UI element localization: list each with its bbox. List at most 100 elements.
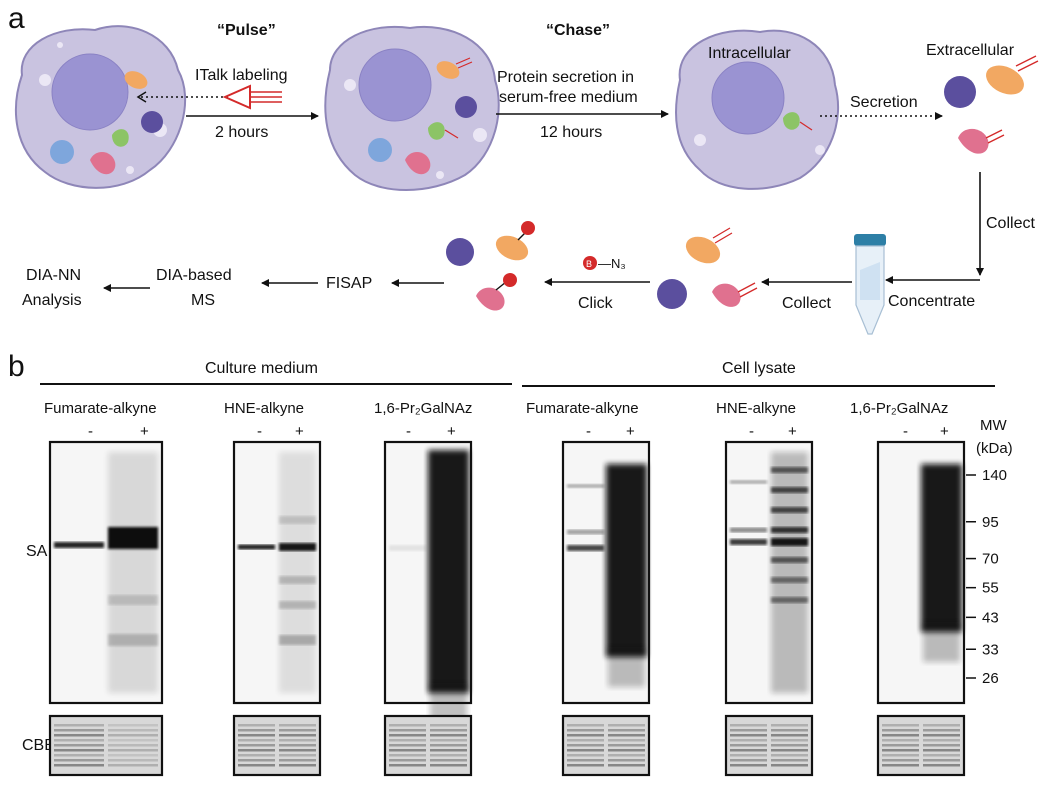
cbb-band — [567, 754, 604, 757]
cbb-band — [389, 734, 426, 737]
mw-marker-label: 70 — [982, 551, 999, 568]
cbb-band — [238, 734, 275, 737]
cbb-band — [389, 744, 426, 747]
cbb-band — [730, 754, 767, 757]
cbb-band — [882, 759, 919, 762]
cbb-band — [238, 744, 275, 747]
cbb-band — [730, 739, 767, 742]
cbb-band — [923, 749, 960, 752]
western-blots — [48, 440, 966, 777]
blot-smear — [606, 464, 647, 657]
cbb-band — [430, 734, 467, 737]
cbb-band — [389, 754, 426, 757]
cbb-band — [567, 729, 604, 732]
blot-smear — [428, 450, 469, 693]
blot-band — [279, 576, 316, 584]
time-chase-label: 12 hours — [540, 124, 602, 141]
cbb-band — [389, 729, 426, 732]
cbb-band — [567, 764, 604, 767]
cbb-band — [882, 734, 919, 737]
cbb-band — [108, 759, 158, 762]
cbb-band — [54, 759, 104, 762]
click-label: Click — [578, 295, 614, 312]
cbb-band — [238, 764, 275, 767]
cbb-band — [730, 759, 767, 762]
cbb-band — [54, 764, 104, 767]
cbb-band — [882, 739, 919, 742]
panel-a-letter: a — [8, 2, 25, 35]
cbb-band — [608, 739, 645, 742]
cbb-band — [567, 734, 604, 737]
blot-background — [50, 716, 162, 775]
cbb-band — [771, 724, 808, 727]
cbb-band — [771, 754, 808, 757]
cbb-band — [882, 724, 919, 727]
blot-band — [108, 527, 158, 549]
blot-band — [108, 634, 158, 646]
biotinylated-proteins — [446, 221, 535, 311]
cbb-band — [238, 724, 275, 727]
cbb-band — [430, 749, 467, 752]
pulse-label: “Pulse” — [217, 22, 276, 39]
cbb-band — [108, 739, 158, 742]
cbb-band — [608, 724, 645, 727]
cbb-band — [430, 764, 467, 767]
row-label-sa: SA — [26, 543, 48, 560]
blot-band — [730, 527, 767, 533]
cell-pulse — [15, 25, 187, 189]
blot-frame — [724, 440, 814, 705]
blot-band — [279, 543, 316, 551]
extracellular-proteins — [944, 55, 1039, 154]
cbb-band — [389, 724, 426, 727]
blot-band — [771, 527, 808, 533]
cbb-band — [54, 724, 104, 727]
cbb-band — [279, 734, 316, 737]
cbb-band — [923, 759, 960, 762]
cbb-blot — [724, 714, 814, 777]
sa-blot — [724, 440, 814, 705]
fisap-label: FISAP — [326, 275, 372, 292]
collect-right-label: Collect — [986, 215, 1035, 232]
cbb-band — [108, 729, 158, 732]
lane-minus-label: - — [406, 423, 411, 440]
cbb-band — [730, 734, 767, 737]
blot-band — [771, 557, 808, 563]
cbb-band — [108, 724, 158, 727]
cbb-band — [279, 724, 316, 727]
cbb-band — [238, 749, 275, 752]
blot-frame — [232, 440, 322, 705]
collect-bottom-label: Collect — [782, 295, 831, 312]
azide-label: —N₃ — [598, 256, 626, 271]
extracellular-label: Extracellular — [926, 42, 1015, 59]
blot-band — [730, 539, 767, 545]
lane-plus-label: + — [626, 423, 635, 440]
cbb-band — [389, 759, 426, 762]
biotin-letter: B — [586, 259, 592, 269]
cbb-band — [882, 754, 919, 757]
cbb-band — [54, 739, 104, 742]
sa-blot — [48, 440, 164, 705]
cbb-band — [279, 749, 316, 752]
chase-label: “Chase” — [546, 22, 610, 39]
cbb-band — [771, 749, 808, 752]
time-pulse-label: 2 hours — [215, 124, 268, 141]
cbb-band — [430, 744, 467, 747]
cbb-band — [771, 759, 808, 762]
row-label-cbb: CBB — [22, 737, 55, 754]
cbb-band — [430, 729, 467, 732]
blot-band — [389, 545, 426, 551]
cbb-band — [730, 749, 767, 752]
cbb-band — [279, 744, 316, 747]
dia-ms-line2: MS — [191, 292, 215, 309]
cbb-band — [238, 754, 275, 757]
cbb-band — [108, 749, 158, 752]
lane-plus-label: + — [788, 423, 797, 440]
blot-smear — [923, 622, 960, 662]
cbb-band — [608, 749, 645, 752]
dia-nn-line1: DIA-NN — [26, 267, 81, 284]
blot-background — [878, 716, 964, 775]
cbb-band — [389, 749, 426, 752]
blot-smear — [108, 452, 158, 693]
